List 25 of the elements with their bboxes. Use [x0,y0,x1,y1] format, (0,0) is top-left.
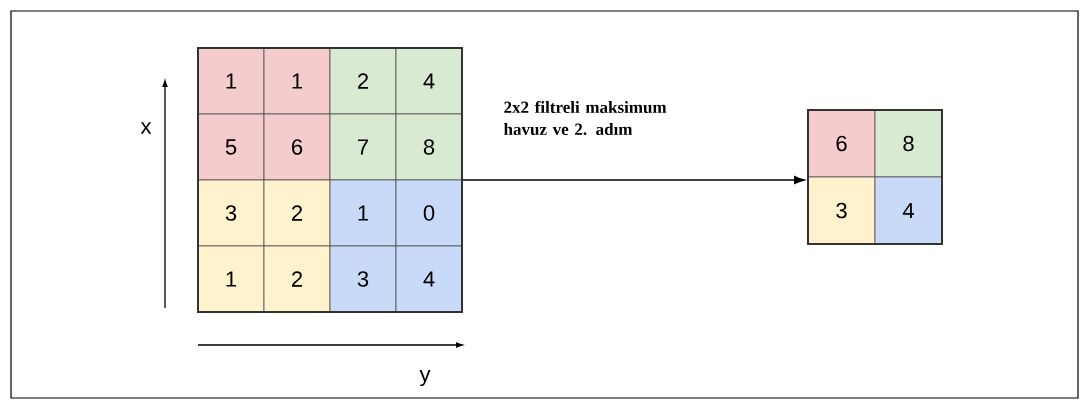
grid-cell: 1 [329,179,397,247]
arrow [462,175,805,185]
grid-cell: 4 [874,176,943,245]
grid-cell: 5 [197,113,265,181]
grid-cell: 4 [395,245,463,313]
grid-cell: 2 [263,179,331,247]
grid-cell: 1 [197,245,265,313]
grid-cell: 7 [329,113,397,181]
axis-label: y [419,369,431,387]
grid [807,109,943,245]
edge-label: 2x2 filtreli maksimum havuz ve 2. adım [503,100,667,136]
grid-cell: 3 [329,245,397,313]
grid-cell: 2 [263,245,331,313]
grid-cell: 2 [329,47,397,115]
grid-cell: 8 [395,113,463,181]
grid-cell: 1 [263,47,331,115]
grid-cell: 0 [395,179,463,247]
grid [197,47,463,313]
grid-cell: 4 [395,47,463,115]
grid-cell: 3 [807,176,876,245]
grid-cell: 1 [197,47,265,115]
grid-cell: 3 [197,179,265,247]
axis-label: x [140,122,152,134]
grid-cell: 6 [263,113,331,181]
grid-cell: 8 [874,109,943,178]
